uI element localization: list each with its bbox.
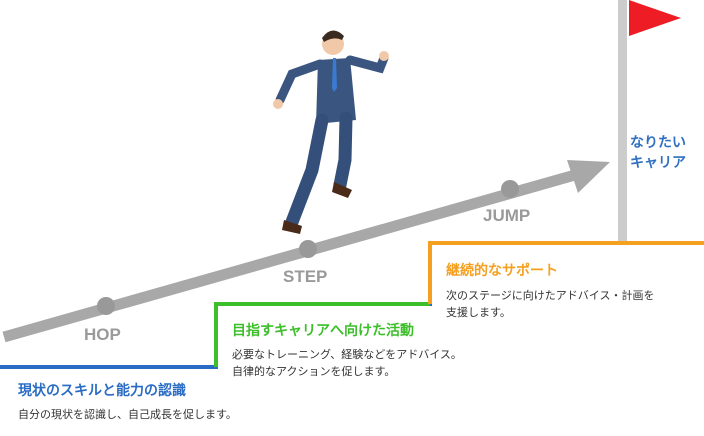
hop-title: 現状のスキルと能力の認識	[18, 383, 186, 399]
step-desc-line: 必要なトレーニング、経験などをアドバイス。	[232, 348, 462, 361]
jump-description: 次のステージに向けたアドバイス・計画を 支援します。	[446, 287, 654, 321]
jump-title: 継続的なサポート	[446, 263, 558, 279]
running-businessman-icon	[273, 30, 389, 234]
goal-label: なりたい キャリア	[630, 133, 686, 173]
flag-icon	[629, 0, 681, 36]
hop-dot	[97, 297, 115, 315]
arrow-head-icon	[567, 160, 610, 193]
jump-label: JUMP	[483, 206, 531, 225]
step-description: 必要なトレーニング、経験などをアドバイス。 自律的なアクションを促します。	[232, 346, 462, 380]
goal-line-2: キャリア	[630, 155, 686, 171]
goal-line-1: なりたい	[630, 135, 686, 151]
hop-label: HOP	[84, 325, 121, 344]
hop-description: 自分の現状を認識し、自己成長を促します。	[18, 406, 237, 423]
hop-desc-line: 自分の現状を認識し、自己成長を促します。	[18, 408, 237, 421]
jump-desc-line: 次のステージに向けたアドバイス・計画を	[446, 289, 655, 302]
jump-step-line	[428, 241, 704, 304]
step-step-line	[214, 302, 430, 367]
jump-desc-line: 支援します。	[446, 306, 511, 319]
flag-pole	[618, 0, 627, 243]
step-dot	[299, 240, 317, 258]
jump-dot	[501, 180, 519, 198]
step-title: 目指すキャリアへ向けた活動	[232, 323, 414, 339]
step-label: STEP	[283, 267, 328, 286]
step-desc-line: 自律的なアクションを促します。	[232, 365, 396, 378]
